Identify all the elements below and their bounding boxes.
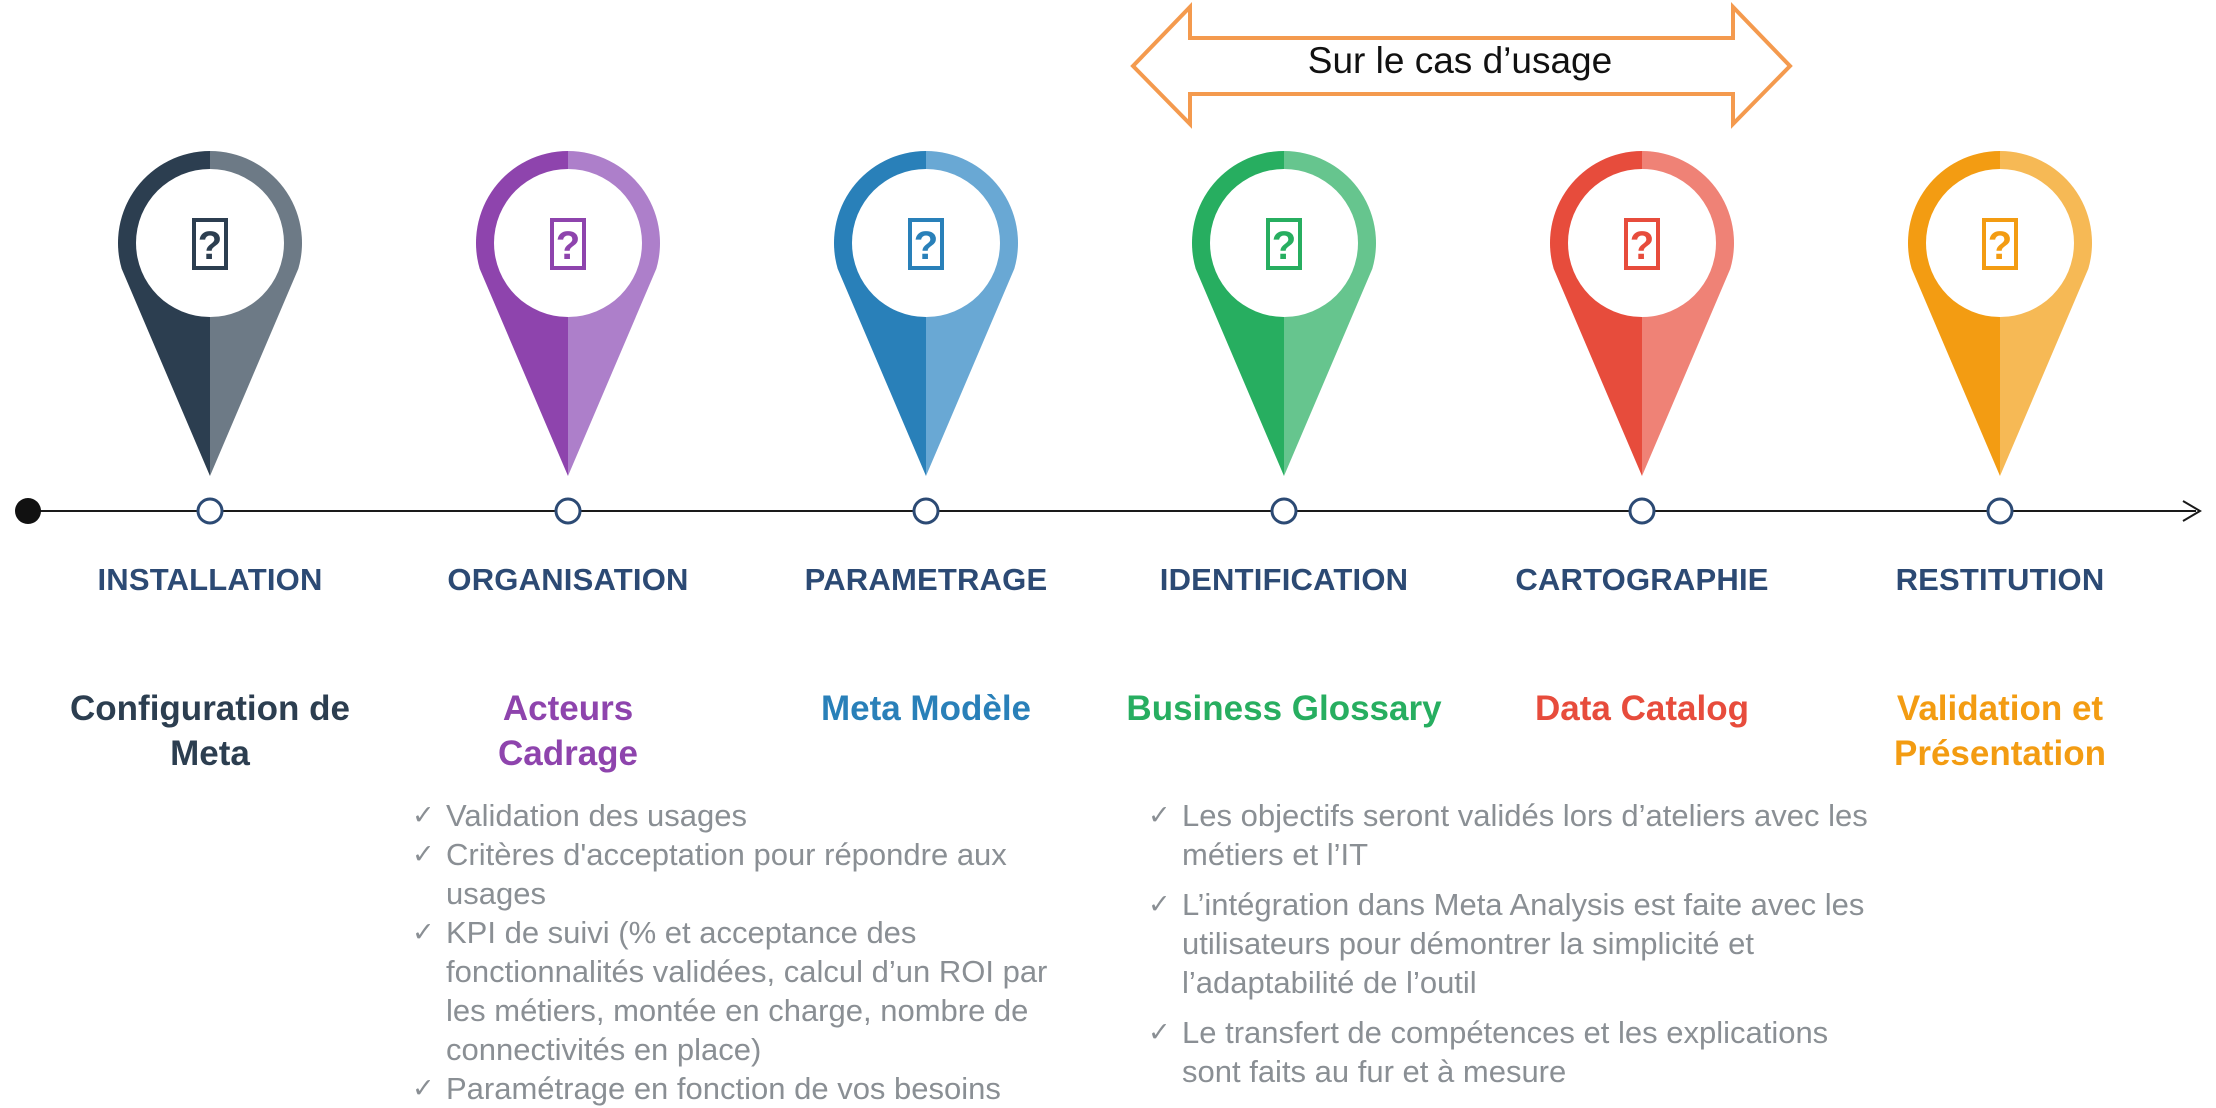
svg-text:?: ? xyxy=(198,224,222,268)
timeline-marker xyxy=(912,497,940,525)
question-icon: ? xyxy=(1266,218,1302,270)
svg-text:?: ? xyxy=(1630,224,1654,268)
checklist-item: Les objectifs seront validés lors d’atel… xyxy=(1148,796,1868,874)
pin-inner-circle xyxy=(1568,169,1716,317)
checklist-item: KPI de suivi (% et acceptance des foncti… xyxy=(412,913,1072,1069)
double-arrow-banner xyxy=(1130,2,1793,129)
checklist-item: Critères d'acceptation pour répondre aux… xyxy=(412,835,1072,913)
svg-text:?: ? xyxy=(1272,224,1296,268)
banner-label: Sur le cas d’usage xyxy=(1307,40,1613,81)
question-icon: ? xyxy=(550,218,586,270)
pin-inner-circle xyxy=(136,169,284,317)
pin-inner-circle xyxy=(1210,169,1358,317)
checklist-identification: Les objectifs seront validés lors d’atel… xyxy=(1148,796,1868,1102)
pin-inner-circle xyxy=(1926,169,2074,317)
question-icon: ? xyxy=(1982,218,2018,270)
checklist-item: Validation des usages xyxy=(412,796,1072,835)
svg-text:?: ? xyxy=(556,224,580,268)
checklist-item: L’intégration dans Meta Analysis est fai… xyxy=(1148,885,1868,1002)
stage-label-3: PARAMETRAGE xyxy=(804,562,1048,597)
timeline-marker xyxy=(1986,497,2014,525)
svg-text:?: ? xyxy=(914,224,938,268)
pin-inner-circle xyxy=(494,169,642,317)
stage-label-6: RESTITUTION xyxy=(1895,562,2105,597)
step-title-2: Acteurs Cadrage xyxy=(497,689,639,773)
checklist-item: Paramétrage en fonction de vos besoins xyxy=(412,1069,1072,1108)
timeline-start-dot xyxy=(15,498,41,524)
pin-inner-circle xyxy=(852,169,1000,317)
location-pin-6: ? xyxy=(1908,151,2092,525)
timeline-arrowhead xyxy=(2182,500,2202,522)
step-title-4: Business Glossary xyxy=(1126,689,1442,728)
timeline-marker xyxy=(196,497,224,525)
location-pin-4: ? xyxy=(1192,151,1376,525)
stage-label-1: INSTALLATION xyxy=(97,562,323,597)
step-title-5: Data Catalog xyxy=(1535,689,1749,728)
question-icon: ? xyxy=(908,218,944,270)
question-icon: ? xyxy=(1624,218,1660,270)
stage-label-2: ORGANISATION xyxy=(447,562,689,597)
timeline-marker xyxy=(554,497,582,525)
location-pin-5: ? xyxy=(1550,151,1734,525)
timeline-marker xyxy=(1270,497,1298,525)
location-pin-2: ? xyxy=(476,151,660,525)
step-title-3: Meta Modèle xyxy=(820,689,1032,728)
step-title-6: Validation et Présentation xyxy=(1894,689,2106,773)
checklist-organisation: Validation des usagesCritères d'acceptat… xyxy=(412,796,1072,1108)
checklist-item: Le transfert de compétences et les expli… xyxy=(1148,1013,1868,1091)
question-icon: ? xyxy=(192,218,228,270)
timeline-marker xyxy=(1628,497,1656,525)
svg-text:?: ? xyxy=(1988,224,2012,268)
step-title-1: Configuration de Meta xyxy=(70,689,350,773)
stage-label-5: CARTOGRAPHIE xyxy=(1515,562,1769,597)
location-pin-3: ? xyxy=(834,151,1018,525)
location-pin-1: ? xyxy=(117,151,303,525)
stage-label-4: IDENTIFICATION xyxy=(1159,562,1409,597)
